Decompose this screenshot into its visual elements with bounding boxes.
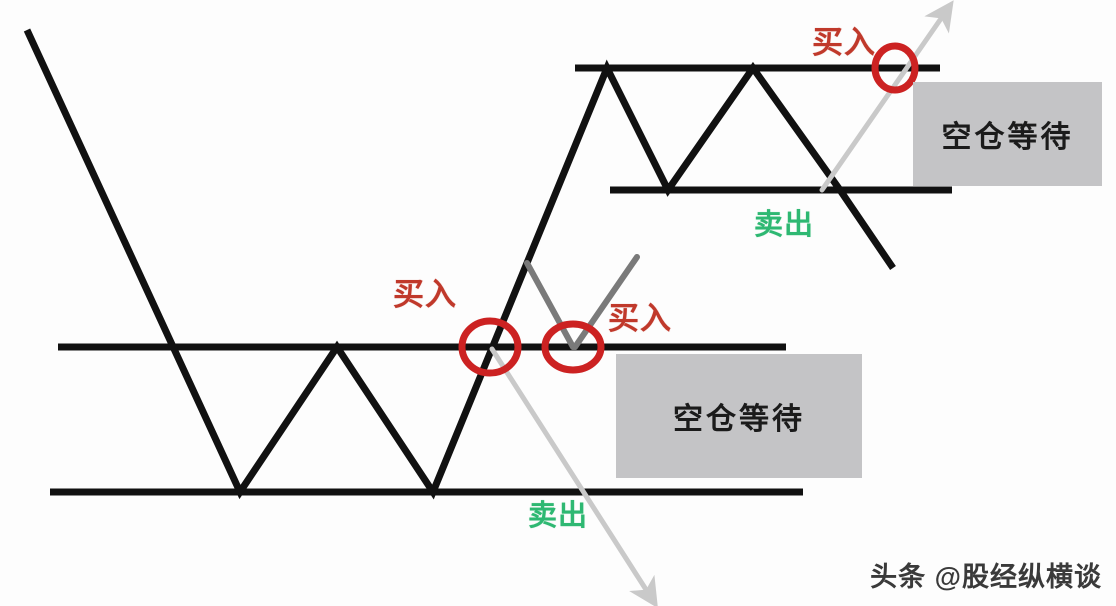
note-box-label-2: 空仓等待 [941, 121, 1074, 154]
note-box-2: 空仓等待 [913, 82, 1102, 186]
signal-arrow-v-arrow-left [524, 260, 576, 350]
marker-buy-signal-3 [871, 42, 919, 94]
buy-marker-group [458, 42, 919, 377]
signal-arrow-up-arrow-upper [819, 0, 954, 193]
price-path-group [23, 28, 896, 500]
buy-label-1: 买入 [393, 277, 457, 312]
note-box-1: 空仓等待 [616, 354, 862, 478]
note-box-label-1: 空仓等待 [673, 403, 805, 436]
signal-arrows-group [489, 0, 954, 606]
price-zigzag-path [23, 28, 896, 500]
buy-label-2: 买入 [608, 301, 672, 336]
sell-label-1: 卖出 [754, 209, 815, 241]
signal-arrow-down-arrow-lower [489, 346, 658, 606]
signal-arrow-v-arrow-right [572, 254, 640, 350]
buy-label-3: 买入 [812, 25, 876, 60]
sell-label-2: 卖出 [528, 500, 589, 532]
marker-buy-signal-1 [458, 317, 522, 377]
watermark-text: 头条 @股经纵横谈 [870, 562, 1102, 592]
marker-buy-signal-2 [541, 320, 605, 374]
